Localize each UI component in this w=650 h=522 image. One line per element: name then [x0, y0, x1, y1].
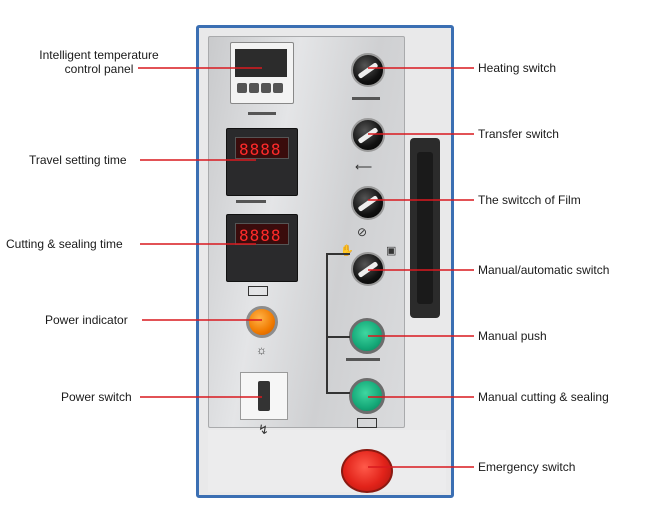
transfer-knob[interactable]	[351, 118, 385, 152]
wire-top	[326, 253, 350, 255]
push-symbol	[346, 358, 380, 361]
auto-icon: ▣	[386, 245, 397, 257]
lightning-icon: ↯	[258, 422, 269, 437]
film-knob[interactable]	[351, 186, 385, 220]
temperature-controller[interactable]	[230, 42, 294, 104]
wire-mid	[326, 336, 350, 338]
manual-cutting-button[interactable]	[349, 378, 385, 414]
label-manual-auto-switch: Manual/automatic switch	[478, 263, 610, 277]
label-travel-time: Travel setting time	[29, 153, 127, 167]
arrow-left-icon: ⟵	[355, 160, 373, 174]
cutting-timer[interactable]	[226, 214, 298, 282]
label-temperature-panel: Intelligent temperature control panel	[22, 48, 176, 76]
power-indicator-lamp	[246, 306, 278, 338]
label-power-switch: Power switch	[61, 390, 132, 404]
lower-panel	[208, 430, 446, 492]
sun-icon: ☼	[256, 343, 267, 357]
door-handle[interactable]	[410, 138, 440, 318]
heater-symbol	[248, 112, 276, 115]
wire-bottom	[326, 392, 350, 394]
emergency-stop-button[interactable]	[341, 449, 393, 493]
travel-timer[interactable]	[226, 128, 298, 196]
heat-wave-symbol	[352, 97, 380, 100]
label-power-indicator: Power indicator	[45, 313, 128, 327]
label-transfer-switch: Transfer switch	[478, 127, 559, 141]
label-temperature-panel-line2: control panel	[64, 62, 134, 76]
power-breaker[interactable]	[240, 372, 288, 420]
label-emergency-switch: Emergency switch	[478, 460, 576, 474]
label-manual-cutting: Manual cutting & sealing	[478, 390, 609, 404]
label-manual-push: Manual push	[478, 329, 547, 343]
wire	[326, 253, 328, 393]
label-temperature-panel-line1: Intelligent temperature	[39, 48, 159, 62]
cut-sealing-symbol	[357, 418, 377, 428]
manual-auto-knob[interactable]	[351, 252, 385, 286]
travel-symbol	[236, 200, 266, 203]
label-film-switch: The switcch of Film	[478, 193, 581, 207]
cut-symbol	[248, 286, 268, 296]
label-heating-switch: Heating switch	[478, 61, 557, 75]
film-roll-icon: ⊘	[357, 225, 368, 239]
heating-knob[interactable]	[351, 53, 385, 87]
label-cutting-time: Cutting & sealing time	[6, 237, 123, 251]
